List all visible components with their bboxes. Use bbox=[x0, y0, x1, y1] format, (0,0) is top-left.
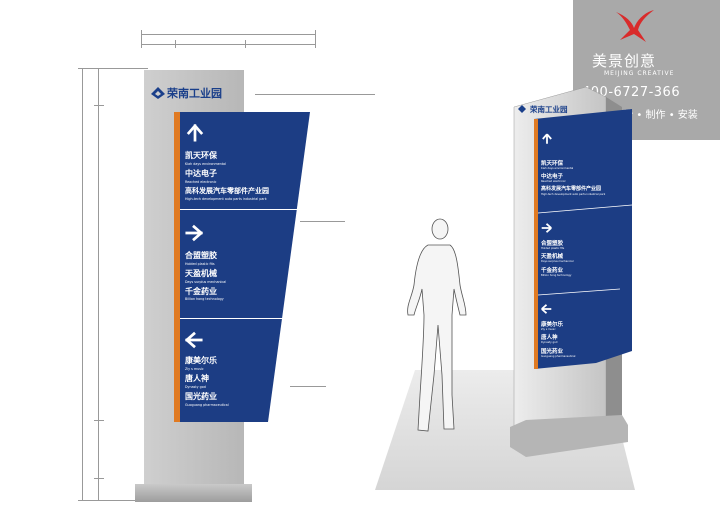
brand-phone: 400-6727-366 bbox=[582, 85, 681, 100]
directory-entry-sub: Kiah days environmental bbox=[541, 167, 574, 170]
left-arrow-icon bbox=[541, 304, 552, 314]
up-arrow-icon bbox=[186, 124, 204, 142]
directory-entry-sub: High-tech development auto parts industr… bbox=[541, 193, 606, 196]
directory-panel bbox=[174, 112, 310, 422]
right-arrow-icon bbox=[541, 223, 552, 233]
directory-entry: 国光药业 bbox=[541, 349, 564, 355]
dim-tick bbox=[94, 478, 104, 479]
section-divider bbox=[180, 318, 286, 319]
directory-entry-sub: Days surplus mechanical bbox=[541, 260, 574, 263]
accent-stripe bbox=[174, 112, 180, 422]
directory-entry: 千金药业 bbox=[185, 287, 217, 296]
right-arrow-icon bbox=[185, 224, 204, 242]
directory-entry-sub: Reached electronic bbox=[541, 180, 566, 183]
directory-entry: 高科发展汽车零部件产业园 bbox=[541, 186, 602, 192]
park-logo-icon bbox=[151, 87, 165, 99]
callout-line bbox=[290, 386, 326, 387]
sign-perspective bbox=[510, 87, 633, 457]
left-arrow-icon bbox=[184, 331, 203, 349]
sign-base bbox=[135, 484, 252, 502]
callout-line bbox=[300, 221, 345, 222]
directory-entry: 天盈机械 bbox=[541, 254, 564, 260]
directory-entry: 合盟塑胶 bbox=[185, 251, 217, 260]
directory-entry-sub: Holded plastic fits bbox=[541, 247, 565, 250]
dim-tick bbox=[175, 40, 176, 48]
directory-entry: 中达电子 bbox=[185, 169, 217, 178]
directory-entry-sub: Guoguang pharmaceutical bbox=[185, 403, 229, 407]
section-divider bbox=[180, 209, 300, 210]
directory-entry-sub: Guoguang pharmaceutical bbox=[541, 355, 576, 358]
directory-entry: 中达电子 bbox=[541, 174, 564, 180]
directory-entry-sub: Dynasty god bbox=[185, 385, 206, 389]
directory-entry: 康美尔乐 bbox=[185, 356, 217, 365]
directory-entry-sub: Days surplus mechanical bbox=[185, 280, 227, 284]
dim-tick bbox=[315, 30, 316, 48]
directory-entry-sub: Billion hong technology bbox=[185, 297, 224, 301]
directory-entry-sub: Reached electronic bbox=[185, 180, 217, 184]
directory-entry: 国光药业 bbox=[185, 392, 217, 401]
dim-tick bbox=[78, 500, 138, 501]
directory-entry: 唐人神 bbox=[541, 335, 558, 341]
brand-name-en: MEIJING CREATIVE bbox=[604, 70, 675, 77]
dim-tick bbox=[78, 68, 148, 69]
brand-name-cn: 美景创意 bbox=[592, 52, 657, 70]
directory-entry: 天盈机械 bbox=[185, 269, 217, 278]
directory-entry: 凯天环保 bbox=[185, 151, 217, 160]
directory-entry: 千金药业 bbox=[541, 268, 564, 274]
directory-entry-sub: Ziy s music bbox=[185, 367, 204, 371]
callout-line bbox=[255, 94, 375, 95]
directory-entry: 凯天环保 bbox=[541, 161, 564, 167]
perspective-title: 荣南工业园 bbox=[530, 105, 568, 114]
directory-entry-sub: Kiah days environmental bbox=[185, 162, 226, 166]
dim-tick bbox=[94, 420, 104, 421]
directory-entry-sub: High-tech development auto parts industr… bbox=[185, 197, 267, 201]
directory-entry: 高科发展汽车零部件产业园 bbox=[185, 187, 269, 195]
directory-entry: 唐人神 bbox=[185, 374, 209, 383]
dim-tick bbox=[245, 40, 246, 48]
directory-entry-sub: Dynasty god bbox=[541, 341, 558, 344]
directory-entry: 康美尔乐 bbox=[541, 322, 564, 328]
dim-top-line bbox=[141, 34, 316, 35]
up-arrow-icon bbox=[542, 133, 552, 144]
dim-left-line bbox=[82, 68, 83, 500]
dim-top-line-2 bbox=[141, 44, 316, 45]
park-title: 荣南工业园 bbox=[167, 87, 222, 100]
brand-logo-icon bbox=[616, 10, 654, 42]
dim-tick bbox=[94, 105, 104, 106]
brand-services: 规划 • 设计 • 制作 • 安装 bbox=[581, 110, 698, 121]
dim-left-line-2 bbox=[98, 68, 99, 500]
directory-entry-sub: Billion hong technology bbox=[541, 274, 572, 277]
person-silhouette bbox=[407, 218, 467, 432]
dim-tick bbox=[141, 30, 142, 48]
directory-entry: 合盟塑胶 bbox=[541, 241, 564, 247]
directory-entry-sub: Holded plastic fits bbox=[185, 262, 215, 266]
directory-entry-sub: Ziy s music bbox=[541, 328, 556, 331]
